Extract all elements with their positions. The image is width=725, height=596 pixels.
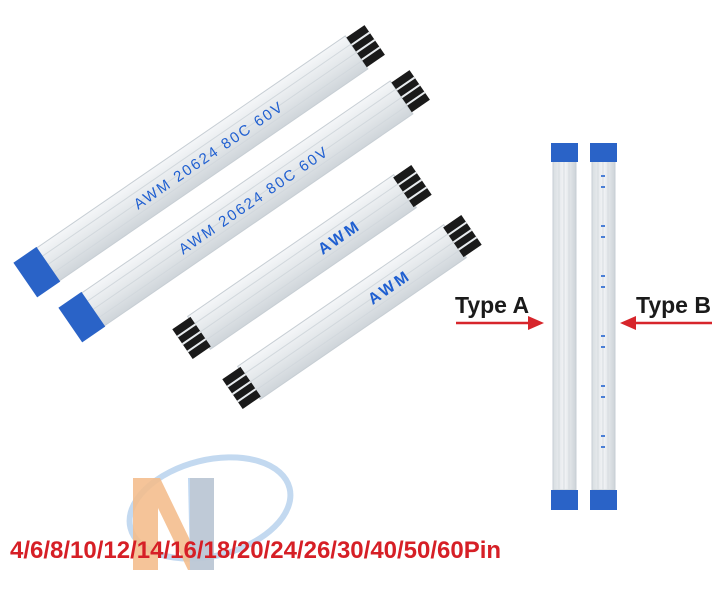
blue-stiffener-top [590,143,617,162]
watermark-logo [126,454,294,570]
blue-stiffener [13,246,61,298]
type-a-cable [551,143,578,510]
type-b-cable [590,143,617,510]
ffc-cable-4: AWM [222,215,482,409]
blue-stiffener-bottom [590,490,617,510]
blue-stiffener [58,291,106,343]
type-b-label: Type B [636,292,711,318]
blue-stiffener-top [551,143,578,162]
blue-stiffener-bottom [551,490,578,510]
pin-options-caption: 4/6/8/10/12/14/16/18/20/24/26/30/40/50/6… [10,537,502,564]
print-dots [601,175,605,448]
arrow-type-a [456,316,544,330]
arrow-type-b [620,316,712,330]
type-a-label: Type A [455,292,530,318]
